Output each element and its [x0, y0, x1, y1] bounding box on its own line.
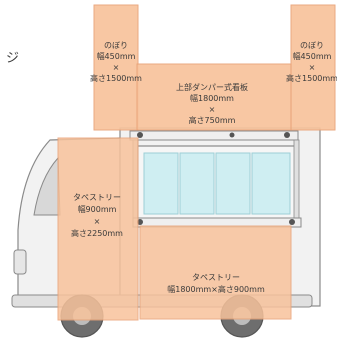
tapestry-bottom-size: 幅1800mm×高さ900mm [167, 284, 265, 294]
nobori-left-label: のぼり 幅450mm × 高さ1500mm [90, 41, 142, 83]
nobori-left-width: 幅450mm [97, 51, 136, 61]
corner-glyph: ジ [6, 51, 19, 66]
tapestry-bottom-title: タペストリー [192, 273, 240, 282]
headlight [13, 249, 27, 275]
nobori-right-height: 高さ1500mm [286, 73, 337, 83]
nobori-left-height: 高さ1500mm [90, 73, 142, 83]
nobori-left-panel [93, 4, 139, 131]
nobori-right-width: 幅450mm [293, 51, 332, 61]
nobori-left-title: のぼり [104, 41, 128, 50]
tapestry-side-panel [57, 137, 139, 321]
damper-sign-width: 幅1800mm [190, 93, 234, 103]
nobori-right-label: のぼり 幅450mm × 高さ1500mm [286, 41, 337, 83]
rail-bolt-3 [284, 132, 290, 138]
tapestry-bottom-label: タペストリー 幅1800mm×高さ900mm [167, 273, 265, 294]
service-window-glass [143, 152, 291, 215]
damper-sign-label: 上部ダンパー式看板 幅1800mm × 高さ750mm [176, 82, 248, 125]
rail-bolt-1 [137, 132, 143, 138]
tapestry-side-times: × [94, 217, 101, 226]
tapestry-side-width: 幅900mm [78, 204, 117, 214]
shelf-bolt-2 [289, 219, 295, 225]
window-post-right [293, 139, 300, 223]
tapestry-side-label: タペストリー 幅900mm × 高さ2250mm [71, 193, 123, 238]
nobori-right-times: × [309, 63, 316, 72]
damper-sign-title: 上部ダンパー式看板 [176, 82, 248, 92]
rail-bolt-2 [229, 132, 235, 138]
nobori-left-times: × [113, 63, 120, 72]
roof-rail [129, 130, 299, 141]
damper-sign-times: × [209, 105, 216, 114]
tapestry-side-height: 高さ2250mm [71, 228, 123, 238]
damper-sign-height: 高さ750mm [189, 115, 236, 125]
tapestry-side-title: タペストリー [73, 193, 121, 202]
damper-sign-panel [136, 63, 292, 131]
tapestry-bottom-panel [139, 225, 292, 320]
nobori-right-panel [290, 4, 336, 131]
nobori-right-title: のぼり [300, 41, 324, 50]
